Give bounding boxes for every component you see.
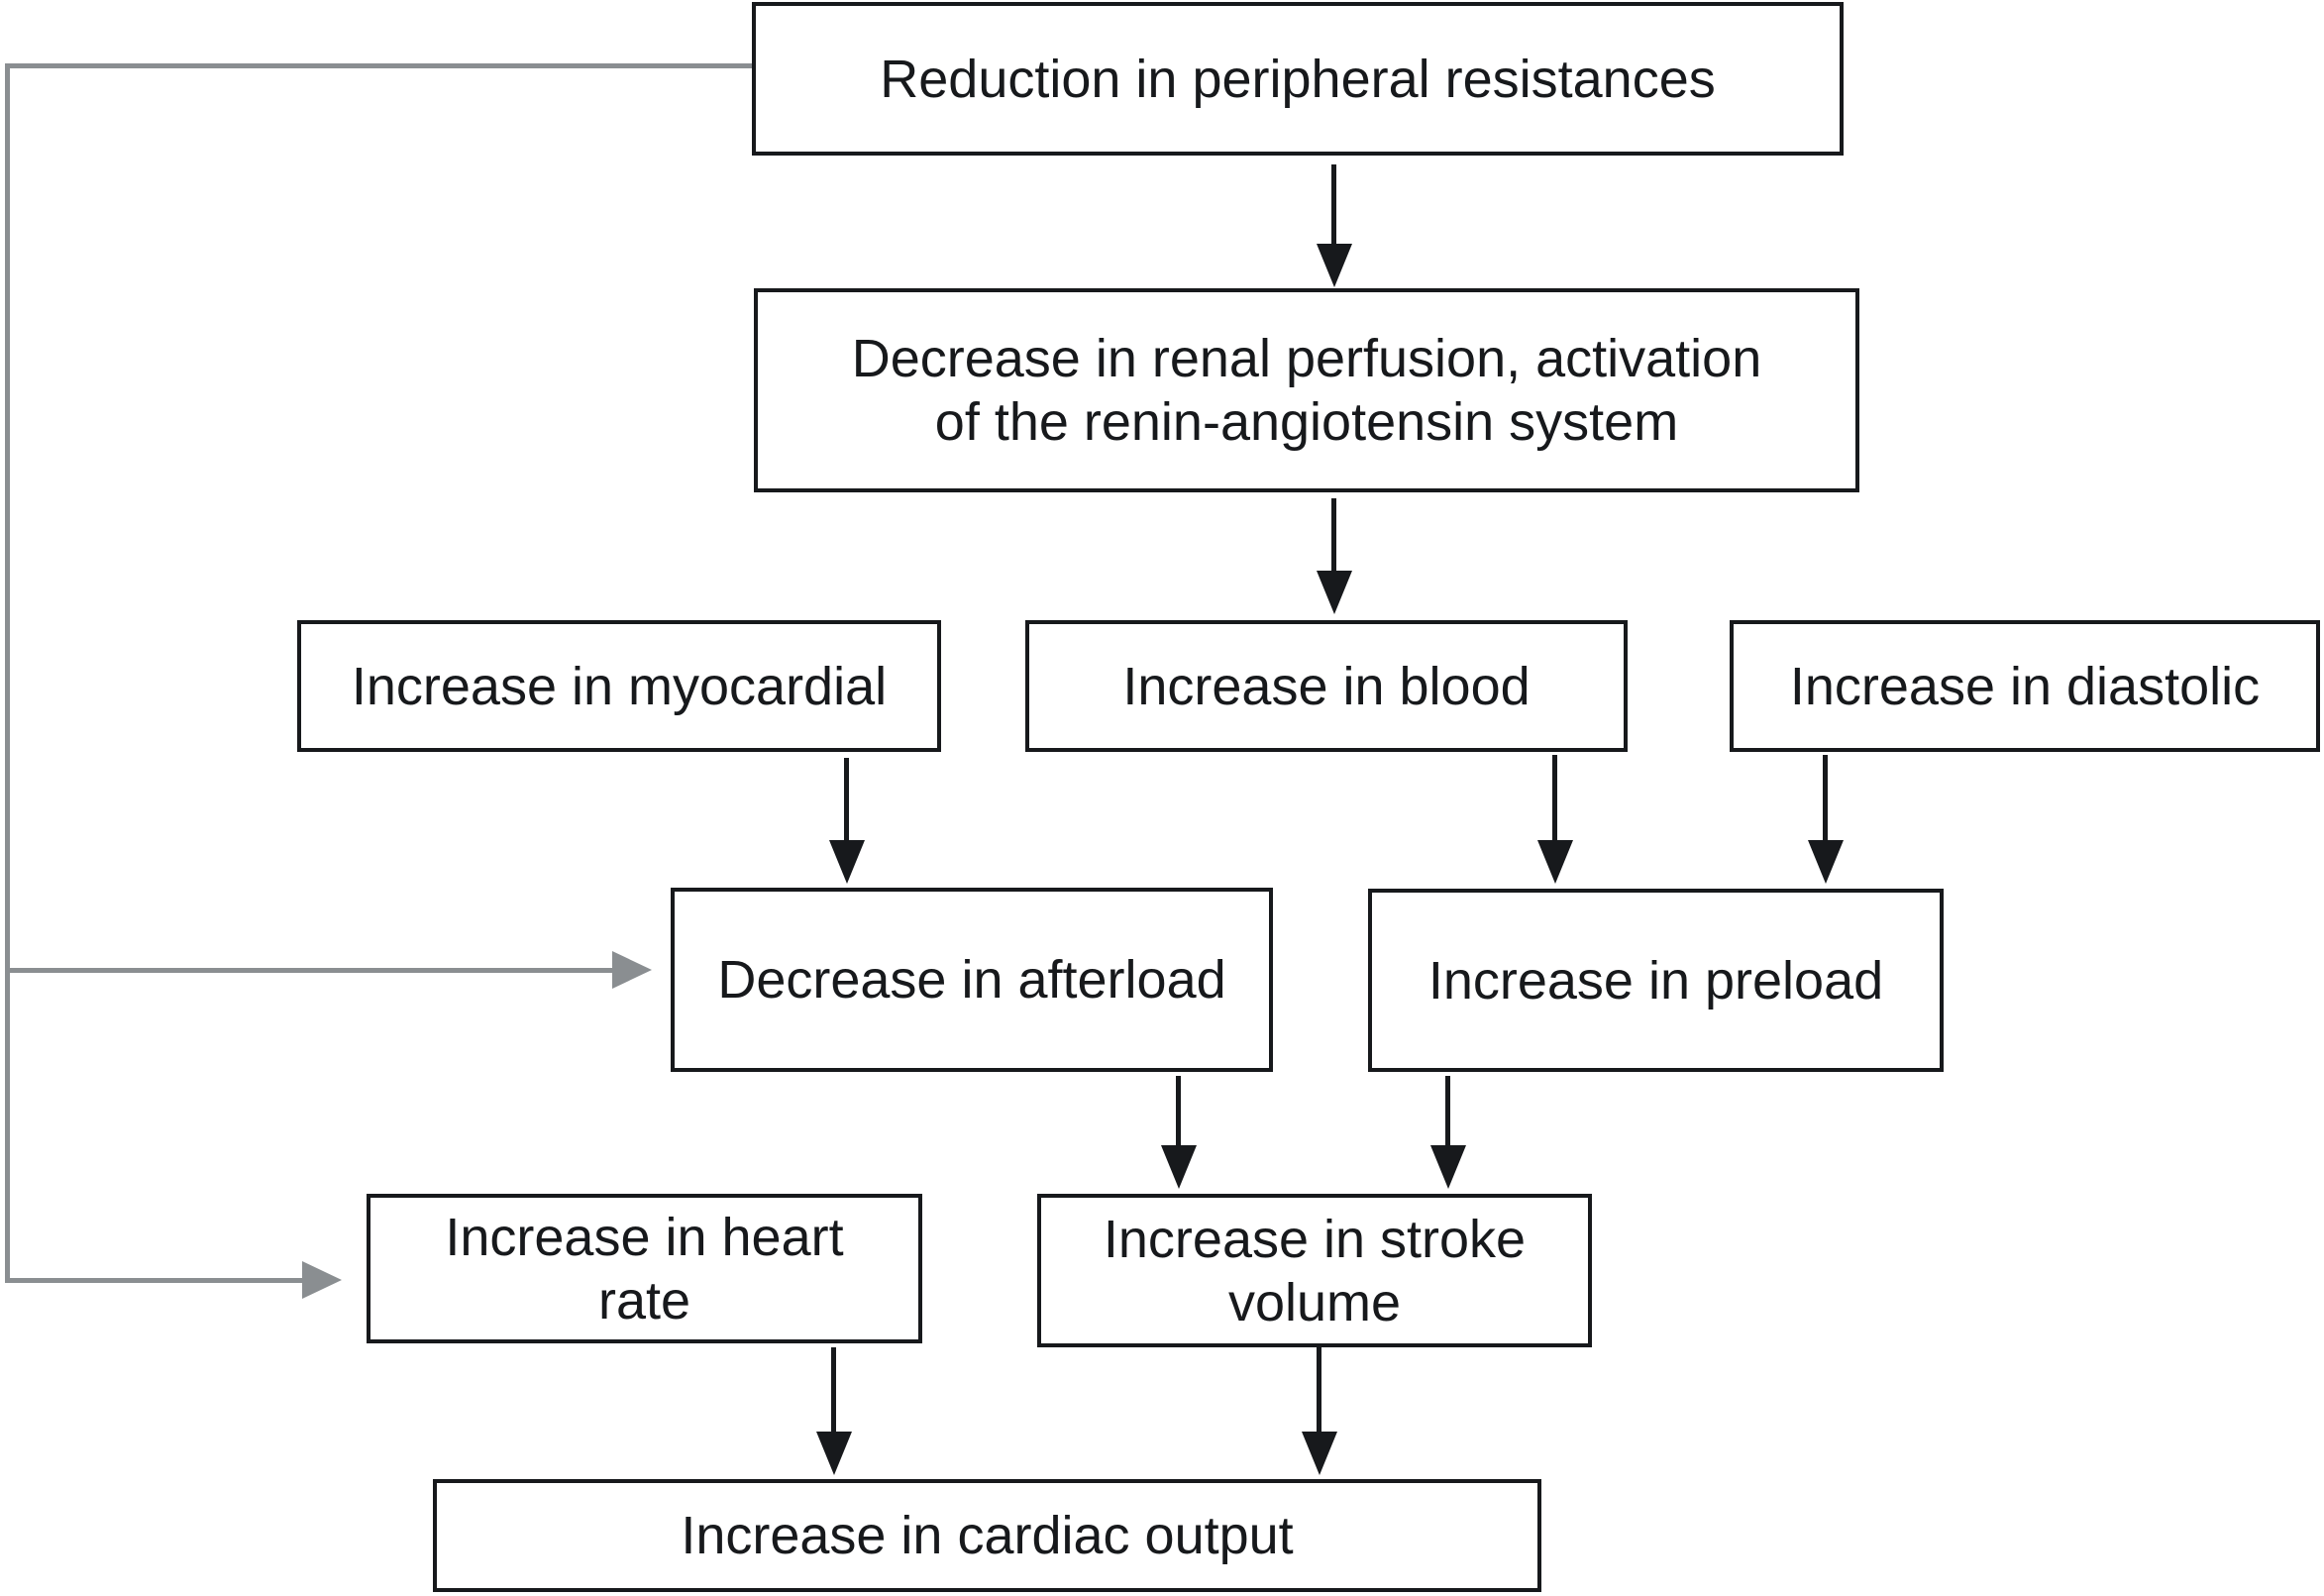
- node-increase-heart-rate: Increase in heart rate: [367, 1194, 922, 1343]
- feedback-line-top-segment: [5, 63, 752, 68]
- feedback-arrowhead-right-icon: [612, 951, 652, 989]
- node-label-line: of the renin-angiotensin system: [934, 392, 1679, 452]
- node-label-line: Decrease in renal perfusion, activation: [851, 329, 1762, 388]
- node-label-line: volume: [1227, 1272, 1402, 1332]
- node-increase-preload: Increase in preload: [1368, 889, 1944, 1072]
- node-reduction-peripheral-resistances: Reduction in peripheral resistances: [752, 2, 1844, 156]
- arrow-myocardial-to-afterload: [844, 758, 849, 840]
- arrowhead-down-icon: [829, 840, 865, 884]
- node-label: Increase in myocardial: [351, 656, 888, 716]
- arrow-diastolic-to-preload: [1823, 755, 1828, 840]
- feedback-line-afterload-segment: [5, 968, 612, 973]
- arrow-afterload-to-stroke-volume: [1176, 1076, 1181, 1145]
- arrowhead-down-icon: [1430, 1145, 1466, 1189]
- arrowhead-down-icon: [1317, 571, 1352, 614]
- node-increase-stroke-volume: Increase in stroke volume: [1037, 1194, 1592, 1347]
- node-label: Increase in preload: [1427, 950, 1884, 1011]
- arrow-preload-to-stroke-volume: [1445, 1076, 1450, 1145]
- node-label: Increase in diastolic: [1789, 656, 2261, 716]
- arrowhead-down-icon: [1302, 1432, 1337, 1475]
- node-increase-myocardial: Increase in myocardial: [297, 620, 941, 752]
- node-label-line: Increase in stroke: [1103, 1209, 1527, 1269]
- node-label-line: Increase in heart: [445, 1207, 844, 1267]
- arrowhead-down-icon: [1161, 1145, 1197, 1189]
- node-label: Decrease in afterload: [717, 950, 1226, 1010]
- arrow-renal-to-blood: [1331, 498, 1336, 571]
- arrow-blood-to-preload: [1552, 755, 1557, 840]
- node-renal-perfusion-renin-angiotensin: Decrease in renal perfusion, activation …: [754, 288, 1859, 492]
- arrowhead-down-icon: [1808, 840, 1844, 884]
- node-label-line: rate: [597, 1270, 691, 1330]
- node-increase-cardiac-output: Increase in cardiac output: [433, 1479, 1541, 1592]
- node-label: Reduction in peripheral resistances: [880, 49, 1716, 109]
- node-label: Increase in blood: [1122, 656, 1531, 716]
- feedback-line-vertical-segment: [5, 63, 10, 1283]
- arrowhead-down-icon: [816, 1432, 852, 1475]
- arrow-stroke-volume-to-cardiac-output: [1317, 1347, 1321, 1432]
- node-decrease-afterload: Decrease in afterload: [671, 888, 1273, 1072]
- node-increase-diastolic: Increase in diastolic: [1730, 620, 2320, 752]
- arrow-heart-rate-to-cardiac-output: [831, 1347, 836, 1432]
- node-increase-blood: Increase in blood: [1025, 620, 1628, 752]
- arrowhead-down-icon: [1317, 244, 1352, 287]
- node-label: Increase in cardiac output: [681, 1506, 1294, 1565]
- feedback-line-heart-rate-segment: [5, 1278, 302, 1283]
- arrow-reduction-to-renal: [1331, 164, 1336, 244]
- arrowhead-down-icon: [1537, 840, 1573, 884]
- feedback-arrowhead-right-icon: [302, 1261, 342, 1299]
